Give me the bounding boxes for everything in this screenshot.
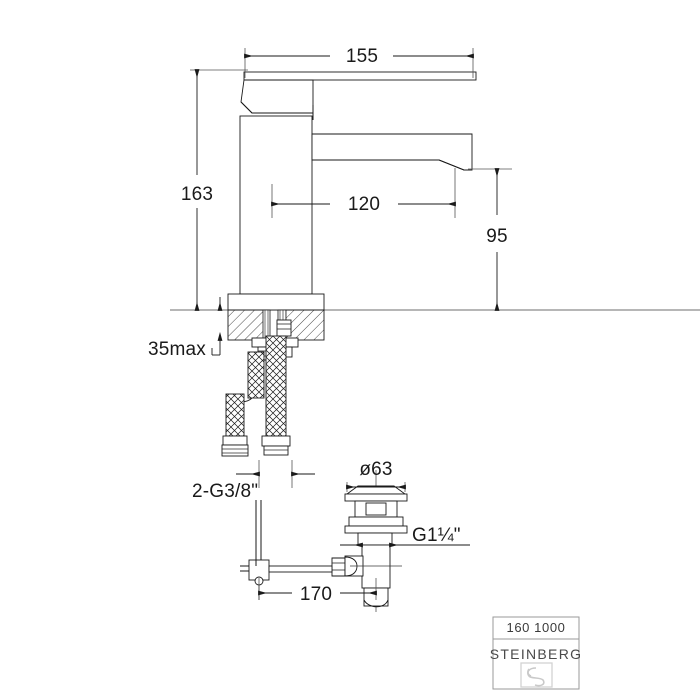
article-number: 160 1000 [506, 620, 565, 635]
dimension-35max-label: 35max [148, 339, 206, 360]
dimension-diameter-63-label: ø63 [359, 459, 392, 480]
title-block: 160 1000 STEINBERG [490, 616, 583, 690]
dimension-163: 163 [181, 69, 248, 311]
callout-supply-threads-label: 2-G3/8" [192, 481, 258, 502]
dimension-diameter-63: ø63 [346, 459, 406, 492]
basin-deck-section [227, 309, 325, 341]
brand-name: STEINBERG [490, 646, 583, 662]
dimension-120: 120 [271, 168, 456, 218]
callout-waste-thread: G1¼" [340, 525, 470, 548]
faucet-body-outline [227, 71, 477, 311]
dimension-170-label: 170 [300, 584, 332, 605]
dimension-163-label: 163 [181, 184, 213, 205]
dimension-120-label: 120 [348, 194, 380, 215]
popup-waste-assembly [331, 470, 408, 612]
steinberg-logo-mark [520, 662, 553, 688]
dimension-170: 170 [258, 578, 377, 605]
callout-supply-threads: 2-G3/8" [192, 460, 315, 502]
supply-hoses [221, 335, 291, 457]
dimension-35max: 35max [148, 297, 223, 360]
dimension-155: 155 [244, 46, 474, 78]
dimension-155-label: 155 [346, 46, 378, 67]
dimension-95: 95 [468, 168, 512, 311]
callout-waste-thread-label: G1¼" [412, 525, 461, 546]
spout-outline [311, 133, 473, 170]
dimension-95-label: 95 [486, 226, 508, 247]
